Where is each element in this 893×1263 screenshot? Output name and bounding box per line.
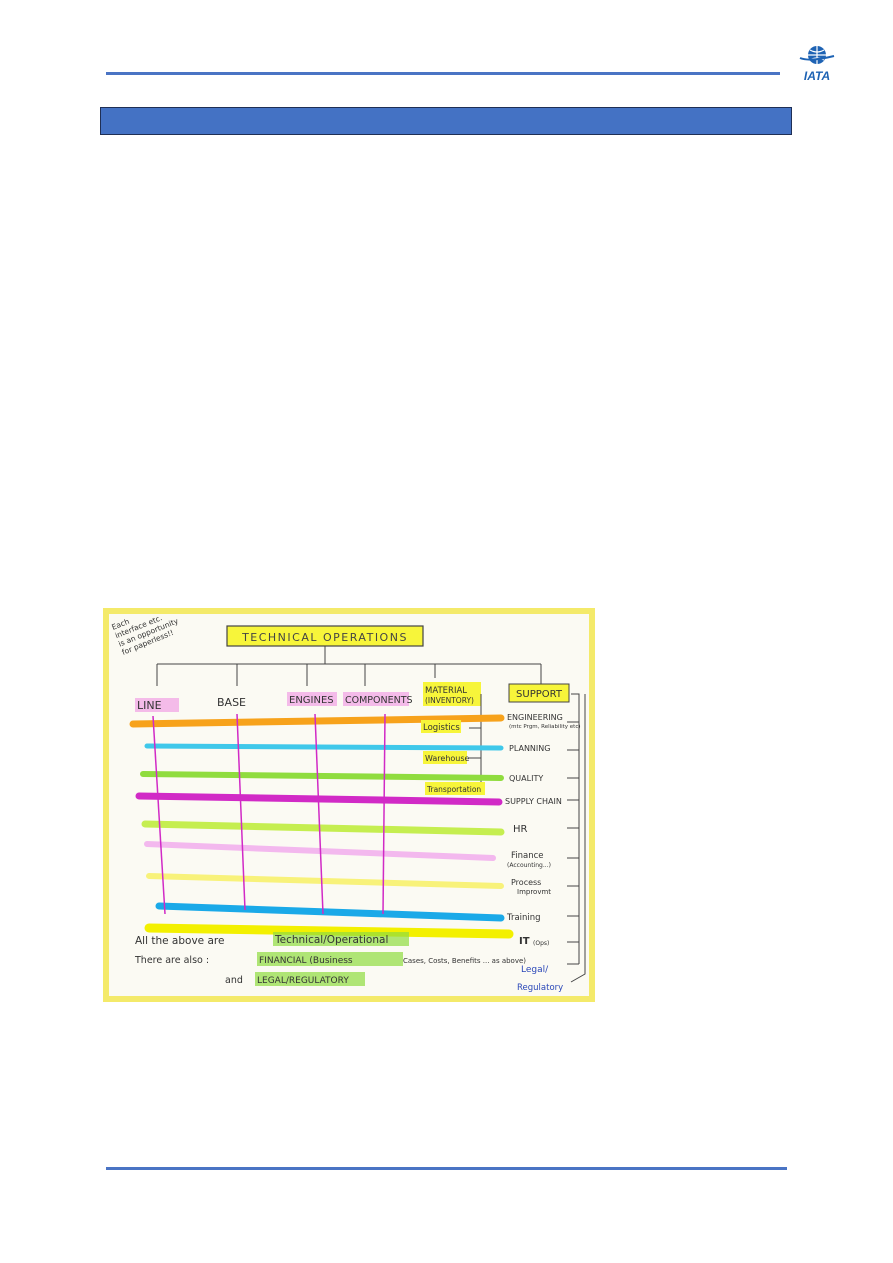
support-hr: HR — [513, 824, 528, 835]
support-quality: QUALITY — [509, 774, 543, 783]
support-it-note: (Ops) — [533, 940, 549, 947]
bottom-line1-highlight: Technical/Operational — [274, 934, 388, 946]
bottom-line2-suffix: Cases, Costs, Benefits ... as above) — [403, 957, 526, 965]
support-items: ENGINEERING (mtc Prgm, Reliability etc) … — [505, 713, 581, 947]
engines-highlight — [287, 692, 337, 706]
process-strokes — [129, 714, 514, 939]
support-finance: Finance — [511, 851, 544, 861]
logistics-highlight — [421, 720, 461, 733]
column-line: LINE — [137, 699, 162, 712]
column-material: MATERIAL — [425, 686, 467, 696]
support-bracket — [567, 693, 586, 983]
financial-highlight — [257, 952, 403, 966]
components-highlight — [343, 692, 409, 706]
iata-logo: IATA — [792, 44, 842, 84]
legal-highlight — [255, 972, 365, 986]
line-highlight — [135, 698, 179, 712]
support-supply-chain: SUPPLY CHAIN — [505, 797, 562, 806]
whiteboard-drawing: Each interface etc. is an opportunity fo… — [110, 613, 586, 993]
bottom-line1-prefix: All the above are — [135, 935, 224, 947]
material-warehouse: Warehouse — [425, 754, 470, 763]
whiteboard-photo: Each interface etc. is an opportunity fo… — [103, 608, 595, 1002]
whiteboard-surface: Each interface etc. is an opportunity fo… — [109, 613, 589, 996]
transportation-highlight — [425, 782, 485, 795]
legal-note: Legal/ — [521, 965, 549, 975]
side-note: Each interface etc. is an opportunity fo… — [110, 613, 180, 657]
tree-connectors — [156, 646, 542, 686]
regulatory-note: Regulatory — [517, 983, 563, 993]
support-it: IT — [519, 936, 530, 947]
material-transportation: Transportation — [426, 785, 481, 794]
support-process-note: Improvmt — [517, 888, 551, 896]
support-engineering: ENGINEERING — [507, 713, 563, 722]
column-components: COMPONENTS — [345, 695, 413, 706]
svg-text:IATA: IATA — [804, 69, 830, 83]
bottom-line3-highlight: LEGAL/REGULATORY — [257, 976, 349, 986]
header-rule — [106, 72, 780, 75]
material-highlight — [423, 682, 481, 706]
support-box — [508, 683, 570, 703]
support-training: Training — [506, 913, 541, 923]
column-base: BASE — [217, 696, 246, 709]
title-text: TECHNICAL OPERATIONS — [241, 631, 408, 644]
support-engineering-note: (mtc Prgm, Reliability etc) — [509, 724, 581, 730]
section-banner — [100, 107, 792, 135]
footer-rule — [106, 1167, 787, 1170]
bottom-line2-highlight: FINANCIAL (Business — [259, 956, 353, 966]
support-planning: PLANNING — [509, 744, 550, 753]
support-finance-note: (Accounting...) — [507, 862, 551, 869]
column-material-sub: (INVENTORY) — [425, 696, 474, 705]
column-support: SUPPORT — [516, 689, 563, 700]
bottom-line3-prefix: and — [225, 975, 243, 986]
material-logistics: Logistics — [423, 723, 460, 733]
column-engines: ENGINES — [289, 695, 334, 706]
bottom-line2-prefix: There are also : — [134, 955, 209, 966]
warehouse-highlight — [423, 751, 467, 764]
support-process: Process — [511, 878, 541, 887]
column-lines — [152, 713, 386, 915]
technical-highlight — [273, 932, 409, 946]
